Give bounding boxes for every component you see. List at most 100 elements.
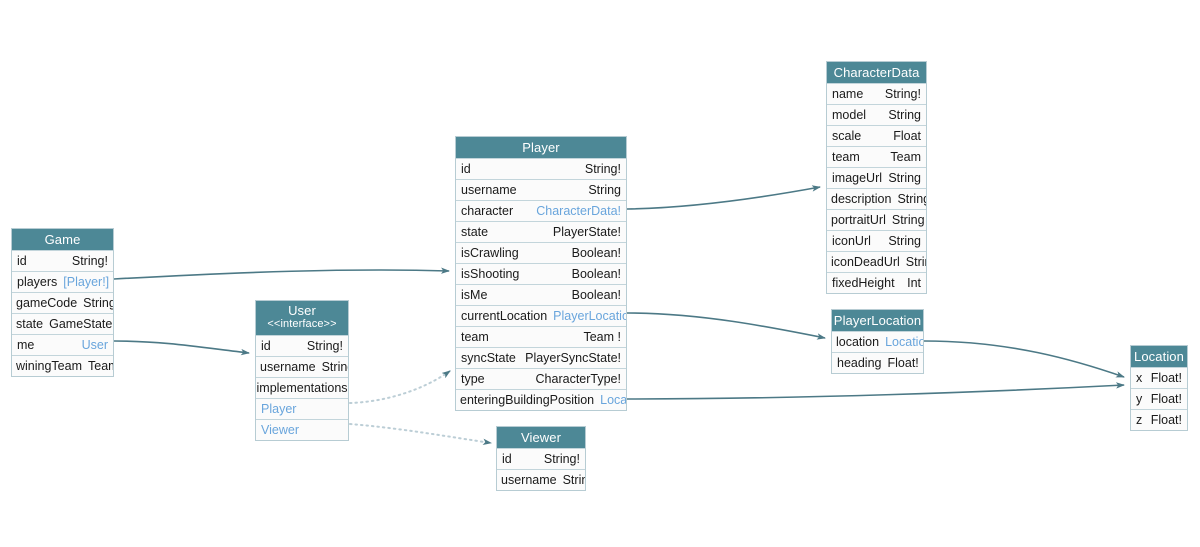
field-type: String!: [83, 295, 113, 310]
field-row[interactable]: winingTeam Team: [12, 355, 113, 376]
field-name: scale: [832, 128, 862, 143]
field-name: model: [832, 107, 867, 122]
field-row[interactable]: state PlayerState!: [456, 221, 626, 242]
field-type: String: [891, 212, 925, 227]
field-row[interactable]: enteringBuildingPosition Location: [456, 389, 626, 410]
field-name: username: [501, 472, 557, 487]
field-name: team: [832, 149, 860, 164]
field-row[interactable]: iconUrl String: [827, 230, 926, 251]
field-row[interactable]: username String: [456, 179, 626, 200]
field-name: type: [461, 371, 485, 386]
field-name: location: [836, 334, 880, 349]
field-row[interactable]: username String: [497, 469, 585, 490]
entity-game[interactable]: Game id String! players [Player!] gameCo…: [11, 228, 114, 377]
entity-title-location: Location: [1131, 346, 1187, 367]
field-type: Team: [890, 149, 921, 164]
entity-title-playerlocation: PlayerLocation: [832, 310, 923, 331]
field-name: syncState: [461, 350, 516, 365]
field-name: description: [831, 191, 892, 206]
entity-playerlocation[interactable]: PlayerLocation location Location! headin…: [831, 309, 924, 374]
field-type: String: [905, 254, 926, 269]
field-name: iconDeadUrl: [831, 254, 900, 269]
field-row[interactable]: heading Float!: [832, 352, 923, 373]
field-name: enteringBuildingPosition: [460, 392, 595, 407]
field-name: implementations: [256, 380, 348, 395]
field-type: Team !: [583, 329, 621, 344]
field-name: isShooting: [461, 266, 520, 281]
field-type: Boolean!: [571, 245, 621, 260]
field-type: String: [588, 182, 621, 197]
field-row[interactable]: y Float!: [1131, 388, 1187, 409]
field-name: players: [17, 274, 58, 289]
field-row[interactable]: character CharacterData!: [456, 200, 626, 221]
entity-viewer[interactable]: Viewer id String! username String: [496, 426, 586, 491]
field-name: imageUrl: [832, 170, 883, 185]
field-row[interactable]: isCrawling Boolean!: [456, 242, 626, 263]
field-row-implementation-player[interactable]: Player: [256, 398, 348, 419]
edge-user-implements-player: [349, 370, 451, 404]
field-row[interactable]: isShooting Boolean!: [456, 263, 626, 284]
field-row[interactable]: scale Float: [827, 125, 926, 146]
field-row[interactable]: name String!: [827, 83, 926, 104]
field-name: state: [461, 224, 489, 239]
field-row[interactable]: me User: [12, 334, 113, 355]
field-row[interactable]: id String!: [12, 250, 113, 271]
field-type: [Player!]: [63, 274, 110, 289]
field-type: Int: [907, 275, 921, 290]
field-name: Player: [261, 401, 297, 416]
field-type: String: [321, 359, 348, 374]
field-row[interactable]: syncState PlayerSyncState!: [456, 347, 626, 368]
field-row[interactable]: players [Player!]: [12, 271, 113, 292]
field-name: heading: [837, 355, 882, 370]
field-type: String!: [306, 338, 343, 353]
field-row[interactable]: id String!: [456, 158, 626, 179]
field-type: Team: [88, 358, 113, 373]
field-name: currentLocation: [461, 308, 548, 323]
field-row[interactable]: location Location!: [832, 331, 923, 352]
field-row[interactable]: isMe Boolean!: [456, 284, 626, 305]
field-row[interactable]: id String!: [497, 448, 585, 469]
field-name: portraitUrl: [831, 212, 886, 227]
field-row[interactable]: id String!: [256, 335, 348, 356]
field-row[interactable]: imageUrl String: [827, 167, 926, 188]
field-name: username: [461, 182, 517, 197]
field-type: String!: [543, 451, 580, 466]
field-row[interactable]: username String: [256, 356, 348, 377]
field-row[interactable]: type CharacterType!: [456, 368, 626, 389]
field-row[interactable]: fixedHeight Int: [827, 272, 926, 293]
entity-location[interactable]: Location x Float! y Float! z Float!: [1130, 345, 1188, 431]
entity-player[interactable]: Player id String! username String charac…: [455, 136, 627, 411]
field-row[interactable]: currentLocation PlayerLocation!: [456, 305, 626, 326]
entity-subtitle-text: <<interface>>: [267, 318, 337, 330]
field-type: Location!: [885, 334, 923, 349]
field-row[interactable]: description String: [827, 188, 926, 209]
field-row[interactable]: model String: [827, 104, 926, 125]
field-name: team: [461, 329, 489, 344]
field-type: PlayerLocation!: [553, 308, 626, 323]
field-row[interactable]: gameCode String!: [12, 292, 113, 313]
entity-characterdata[interactable]: CharacterData name String! model String …: [826, 61, 927, 294]
field-name: isMe: [461, 287, 488, 302]
field-row[interactable]: team Team: [827, 146, 926, 167]
field-row[interactable]: iconDeadUrl String: [827, 251, 926, 272]
field-type: String: [888, 233, 921, 248]
field-name: id: [261, 338, 271, 353]
field-row[interactable]: z Float!: [1131, 409, 1187, 430]
entity-title-user: User <<interface>>: [256, 301, 348, 335]
edge-user-implements-viewer: [349, 423, 492, 446]
entity-user[interactable]: User <<interface>> id String! username S…: [255, 300, 349, 441]
field-type: Float!: [887, 355, 919, 370]
edge-player-enteringbuildingposition-to-location: [626, 382, 1125, 400]
field-row[interactable]: state GameState!: [12, 313, 113, 334]
field-row[interactable]: portraitUrl String: [827, 209, 926, 230]
field-row-implementation-viewer[interactable]: Viewer: [256, 419, 348, 440]
field-name: id: [461, 161, 471, 176]
field-type: User: [81, 337, 108, 352]
field-row[interactable]: x Float!: [1131, 367, 1187, 388]
field-type: Float!: [1150, 370, 1182, 385]
field-type: String: [562, 472, 585, 487]
field-name: me: [17, 337, 35, 352]
field-type: String: [888, 107, 921, 122]
entity-title-characterdata: CharacterData: [827, 62, 926, 83]
field-row[interactable]: team Team !: [456, 326, 626, 347]
